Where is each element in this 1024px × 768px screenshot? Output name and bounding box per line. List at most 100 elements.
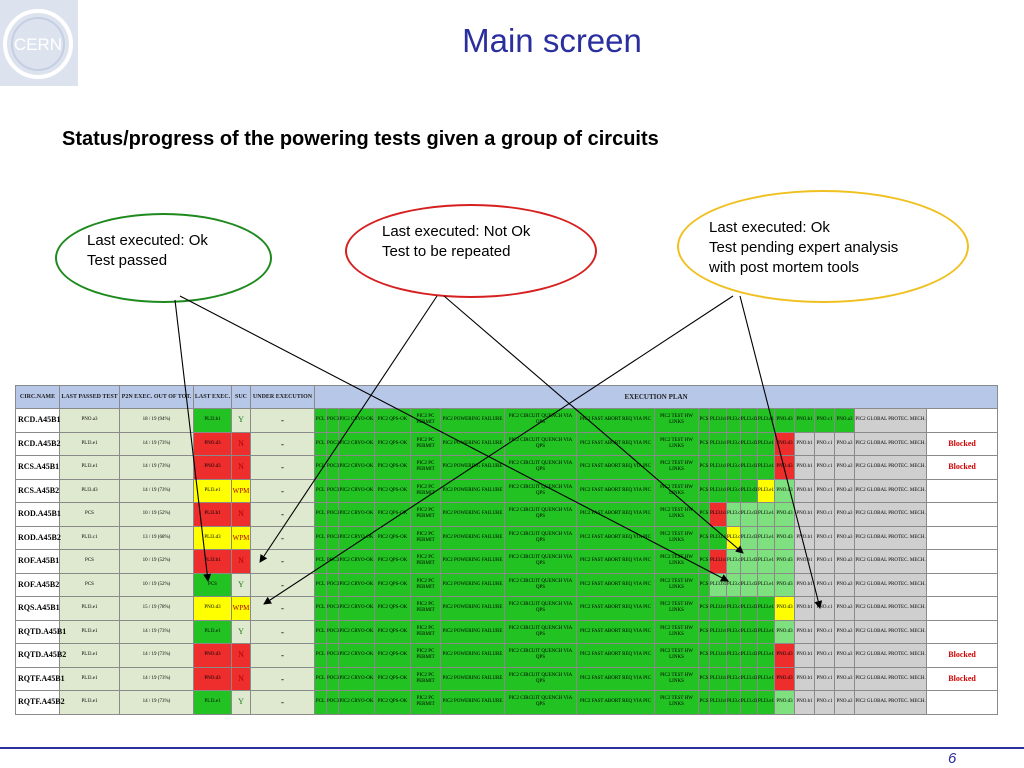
- plan-step-cell: PIC2 POWERING FAILURE: [440, 408, 505, 433]
- p2n-progress-cell: 14 / 19 (73%): [119, 478, 194, 503]
- plan-step-cell: PLI3.d3: [740, 596, 758, 621]
- plan-step-cell: PNO.c1: [814, 619, 835, 644]
- last-exec-cell: PLI3.b1: [193, 549, 232, 574]
- plan-step-cell: POC3: [326, 502, 339, 527]
- plan-step-cell: PLI3.c1: [726, 690, 743, 715]
- logo-text: CERN: [14, 35, 62, 54]
- plan-step-cell: PIC2 TEST HW LINKS: [654, 455, 699, 480]
- plan-step-cell: PIC2 GLOBAL PROTEC. MECH.: [854, 478, 927, 503]
- last-passed-cell: PLI3.e1: [59, 455, 120, 480]
- plan-step-cell: PIC2 FAST ABORT REQ VIA PIC: [576, 596, 655, 621]
- last-exec-cell: PNO.d3: [193, 666, 232, 691]
- plan-step-cell: PLI3.b1: [709, 666, 727, 691]
- plan-step-cell: PLI3.d3: [740, 690, 758, 715]
- plan-step-cell: PIC2 TEST HW LINKS: [654, 596, 699, 621]
- circuit-name-cell: RQTF.A45B2: [15, 690, 65, 715]
- plan-step-cell: PLI3.e1: [757, 549, 775, 574]
- plan-step-cell: PIC2 TEST HW LINKS: [654, 666, 699, 691]
- plan-step-cell: PIC2 TEST HW LINKS: [654, 478, 699, 503]
- last-passed-cell: PCS: [59, 572, 120, 597]
- plan-step-cell: PIC2 PC PERMIT: [410, 619, 441, 644]
- plan-step-cell: PIC2 CIRCUIT QUENCH VIA QPS: [504, 619, 577, 644]
- p2n-progress-cell: 10 / 19 (52%): [119, 502, 194, 527]
- col-header-suc: SUC: [231, 385, 251, 409]
- plan-step-cell: PNO.b1: [794, 478, 815, 503]
- plan-step-cell: PNO.c1: [814, 478, 835, 503]
- plan-step-cell: PIC2 POWERING FAILURE: [440, 596, 505, 621]
- under-execution-cell: -: [250, 502, 315, 527]
- plan-step-cell: PLI3.d3: [740, 572, 758, 597]
- success-status-cell: Y: [231, 408, 251, 433]
- plan-step-cell: PLI3.b1: [709, 643, 727, 668]
- plan-step-cell: PCL: [314, 666, 327, 691]
- plan-step-cell: PNO.b1: [794, 455, 815, 480]
- p2n-progress-cell: 14 / 19 (73%): [119, 643, 194, 668]
- plan-step-cell: PCL: [314, 431, 327, 456]
- plan-step-cell: PIC2 CIRCUIT QUENCH VIA QPS: [504, 572, 577, 597]
- plan-step-cell: PLI3.e1: [757, 502, 775, 527]
- plan-step-cell: PIC2 CIRCUIT QUENCH VIA QPS: [504, 596, 577, 621]
- circuit-status-table-wrap: CIRC.NAME LAST PASSED TEST P2N EXEC. OUT…: [15, 385, 999, 715]
- success-status-cell: N: [231, 549, 251, 574]
- plan-step-cell: PCL: [314, 455, 327, 480]
- last-passed-cell: PNO.a3: [59, 408, 120, 433]
- page-number: 6: [948, 750, 957, 767]
- plan-step-cell: PLI3.b1: [709, 572, 727, 597]
- last-exec-cell: PLI3.e1: [193, 619, 232, 644]
- blocked-status-cell: [925, 572, 999, 597]
- plan-step-cell: PIC2 GLOBAL PROTEC. MECH.: [854, 549, 927, 574]
- plan-step-cell: PIC2 QPS-OK: [374, 690, 411, 715]
- success-status-cell: WPM: [231, 525, 251, 550]
- blocked-status-cell: [925, 619, 999, 644]
- plan-step-cell: PNO.b1: [794, 549, 815, 574]
- plan-step-cell: PIC2 CRYO-OK: [338, 643, 375, 668]
- plan-step-cell: PNO.d3: [774, 666, 795, 691]
- plan-step-cell: PLI3.b1: [709, 690, 727, 715]
- col-header-under-execution: UNDER EXECUTION: [250, 385, 315, 409]
- plan-step-cell: PLI3.b1: [709, 478, 727, 503]
- circuit-name-cell: RCS.A45B1: [15, 455, 60, 480]
- callout-line: Test passed: [87, 252, 168, 269]
- plan-step-cell: POC3: [326, 525, 339, 550]
- plan-step-cell: PIC2 QPS-OK: [374, 572, 411, 597]
- circuit-name-cell: RQS.A45B1: [15, 596, 60, 621]
- plan-step-cell: PIC2 GLOBAL PROTEC. MECH.: [854, 619, 927, 644]
- plan-step-cell: PIC2 TEST HW LINKS: [654, 690, 699, 715]
- plan-step-cell: PLI3.c1: [726, 572, 743, 597]
- plan-step-cell: PIC2 CRYO-OK: [338, 690, 375, 715]
- plan-step-cell: PCS: [698, 619, 710, 644]
- plan-step-cell: PIC2 POWERING FAILURE: [440, 502, 505, 527]
- plan-step-cell: PIC2 FAST ABORT REQ VIA PIC: [576, 502, 655, 527]
- plan-step-cell: PLI3.d3: [740, 408, 758, 433]
- blocked-status-cell: [925, 525, 999, 550]
- last-exec-cell: PLI3.b1: [193, 408, 232, 433]
- plan-step-cell: PIC2 CRYO-OK: [338, 525, 375, 550]
- success-status-cell: WPM: [231, 596, 251, 621]
- circuit-name-cell: RQTD.A45B1: [15, 619, 66, 644]
- under-execution-cell: -: [250, 478, 315, 503]
- plan-step-cell: PIC2 GLOBAL PROTEC. MECH.: [854, 455, 927, 480]
- plan-step-cell: PIC2 PC PERMIT: [410, 666, 441, 691]
- plan-step-cell: PNO.c1: [814, 690, 835, 715]
- last-exec-cell: PLI3.e1: [193, 478, 232, 503]
- under-execution-cell: -: [250, 455, 315, 480]
- slide-title: Main screen: [462, 22, 642, 59]
- plan-step-cell: PIC2 POWERING FAILURE: [440, 690, 505, 715]
- plan-step-cell: PCL: [314, 690, 327, 715]
- plan-step-cell: PIC2 PC PERMIT: [410, 643, 441, 668]
- plan-step-cell: PLI3.e1: [757, 643, 775, 668]
- circuit-name-cell: RCD.A45B1: [15, 408, 60, 433]
